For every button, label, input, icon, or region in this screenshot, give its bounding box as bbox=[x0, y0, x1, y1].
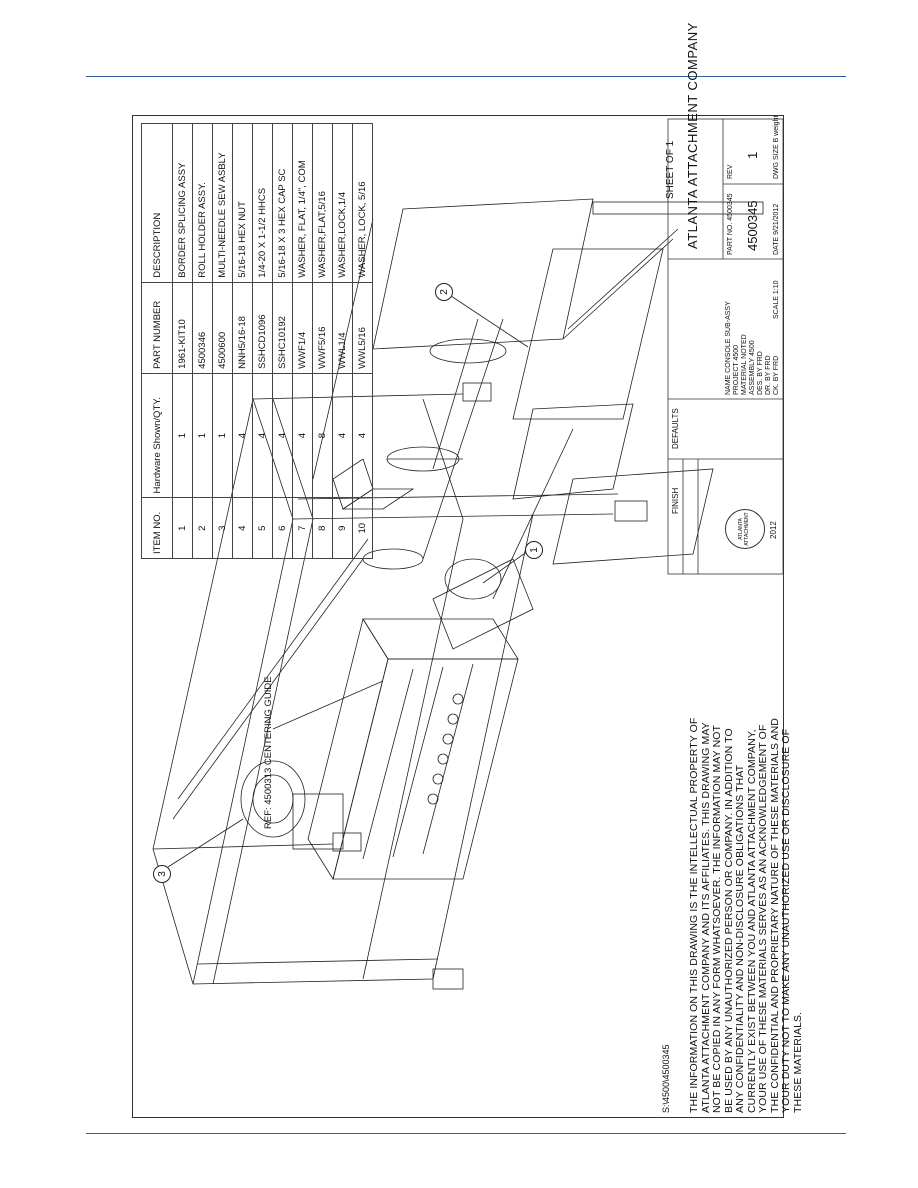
bom-qty: 4 bbox=[272, 373, 293, 498]
bom-part: NNH5/16-18 bbox=[232, 282, 253, 374]
assembly-drawing bbox=[152, 118, 784, 990]
tb-material: MATERIAL NOTED bbox=[741, 334, 748, 395]
bom-qty: 1 bbox=[172, 373, 193, 498]
bom-item: 3 bbox=[212, 497, 233, 559]
bom-desc: WASHER,LOCK,1/4 bbox=[332, 123, 353, 283]
sheet-number: SHEET OF 1 bbox=[665, 140, 676, 199]
bom-part: SSHC10192 bbox=[272, 282, 293, 374]
bom-item: 8 bbox=[312, 497, 333, 559]
bom-part: SSHCD1096 bbox=[252, 282, 273, 374]
bom-qty: 4 bbox=[332, 373, 353, 498]
drawing-frame: ITEM NO. Hardware Shown/QTY. PART NUMBER… bbox=[132, 22, 804, 1119]
bom-part: 4500600 bbox=[212, 282, 233, 374]
callout-3: 3 bbox=[153, 865, 171, 883]
footer-rule bbox=[86, 1133, 846, 1134]
bom-item: 4 bbox=[232, 497, 253, 559]
bom-header-item: ITEM NO. bbox=[141, 497, 173, 559]
defaults-label: DEFAULTS bbox=[671, 408, 680, 449]
header-rule bbox=[86, 76, 846, 77]
bom-part: WWF5/16 bbox=[312, 282, 333, 374]
bom-item: 7 bbox=[292, 497, 313, 559]
bom-part: WWL5/16 bbox=[352, 282, 373, 374]
casters bbox=[332, 382, 648, 990]
bom-item: 6 bbox=[272, 497, 293, 559]
title-block-grid bbox=[667, 118, 784, 575]
bom-item: 2 bbox=[192, 497, 213, 559]
tb-rev-label: REV bbox=[727, 164, 734, 179]
bom-desc: 5/16-18 X 3 HEX CAP SC bbox=[272, 123, 293, 283]
company-name: ATLANTA ATTACHMENT COMPANY bbox=[685, 22, 700, 249]
control-box bbox=[332, 458, 415, 510]
bom-desc: 5/16-18 HEX NUT bbox=[232, 123, 253, 283]
tb-project: PROJECT 4500 bbox=[733, 344, 740, 395]
bom-qty: 4 bbox=[352, 373, 373, 498]
tb-part-no-label: PART NO. 4500345 bbox=[727, 193, 734, 255]
bom-desc: 1/4-20 X 1-1/2 HHCS bbox=[252, 123, 273, 283]
bom-qty: 4 bbox=[232, 373, 253, 498]
tb-dwg-size: DWG SIZE B weight bbox=[773, 115, 780, 179]
tb-ck-by: CK. BY FRD bbox=[773, 355, 780, 395]
bill-of-materials: ITEM NO. Hardware Shown/QTY. PART NUMBER… bbox=[141, 123, 373, 559]
bom-part: 4500346 bbox=[192, 282, 213, 374]
callout-1-leader bbox=[482, 550, 529, 584]
bom-part: 1961-KIT10 bbox=[172, 282, 193, 374]
tb-assembly: ASSEMBLY 4500 bbox=[749, 340, 756, 395]
bom-header-row: ITEM NO. Hardware Shown/QTY. PART NUMBER… bbox=[141, 123, 173, 559]
bom-desc: WASHER, FLAT, 1/4", COM bbox=[292, 123, 313, 283]
bom-desc: WASHER,FLAT,5/16 bbox=[312, 123, 333, 283]
bom-desc: ROLL HOLDER ASSY. bbox=[192, 123, 213, 283]
bom-desc: MULTI-NEEDLE SEW ASBLY bbox=[212, 123, 233, 283]
bom-part: WWL1/4 bbox=[332, 282, 353, 374]
bom-desc: BORDER SPLICING ASSY bbox=[172, 123, 193, 283]
seal-year: 2012 bbox=[769, 521, 778, 539]
bom-qty: 4 bbox=[252, 373, 273, 498]
bom-item: 10 bbox=[352, 497, 373, 559]
tb-date: DATE 9/21/2012 bbox=[773, 203, 780, 255]
roll-holder-assembly bbox=[312, 198, 764, 570]
tb-dr-by: DR. BY FRD bbox=[765, 355, 772, 395]
bom-item: 9 bbox=[332, 497, 353, 559]
bom-qty: 1 bbox=[212, 373, 233, 498]
drawing-sheet: ITEM NO. Hardware Shown/QTY. PART NUMBER… bbox=[133, 22, 804, 1119]
finish-label: FINISH bbox=[671, 487, 680, 514]
bom-header-desc: DESCRIPTION bbox=[141, 123, 173, 283]
file-path: S:\4500\4500345 bbox=[661, 1044, 671, 1113]
bom-qty: 1 bbox=[192, 373, 213, 498]
bom-item: 5 bbox=[252, 497, 273, 559]
revision: 1 bbox=[745, 151, 760, 159]
bom-header-qty: Hardware Shown/QTY. bbox=[141, 373, 173, 498]
tb-name: NAME CONSOLE SUB-ASSY bbox=[725, 301, 732, 395]
confidentiality-note: THE INFORMATION ON THIS DRAWING IS THE I… bbox=[688, 717, 804, 1113]
callout-3-leader bbox=[167, 818, 244, 868]
bom-qty: 4 bbox=[292, 373, 313, 498]
callout-2: 2 bbox=[435, 283, 453, 301]
bom-desc: WASHER, LOCK, 5/16 bbox=[352, 123, 373, 283]
bom-part: WWF1/4 bbox=[292, 282, 313, 374]
ref-label: REF: 4500313 CENTERING GUIDE bbox=[263, 676, 274, 829]
multi-needle-sew-assembly bbox=[240, 617, 519, 881]
ref-leader bbox=[272, 680, 384, 730]
bom-header-part: PART NUMBER bbox=[141, 282, 173, 374]
tb-des-by: DES. BY FRD bbox=[757, 351, 764, 395]
border-splicing-assembly bbox=[432, 403, 714, 650]
part-number: 4500345 bbox=[745, 200, 760, 251]
console-frame bbox=[152, 393, 619, 985]
bom-item: 1 bbox=[172, 497, 193, 559]
tb-scale: SCALE 1:10 bbox=[773, 280, 780, 319]
bom-qty: 8 bbox=[312, 373, 333, 498]
callout-1: 1 bbox=[525, 541, 543, 559]
callout-2-leader bbox=[447, 293, 529, 348]
